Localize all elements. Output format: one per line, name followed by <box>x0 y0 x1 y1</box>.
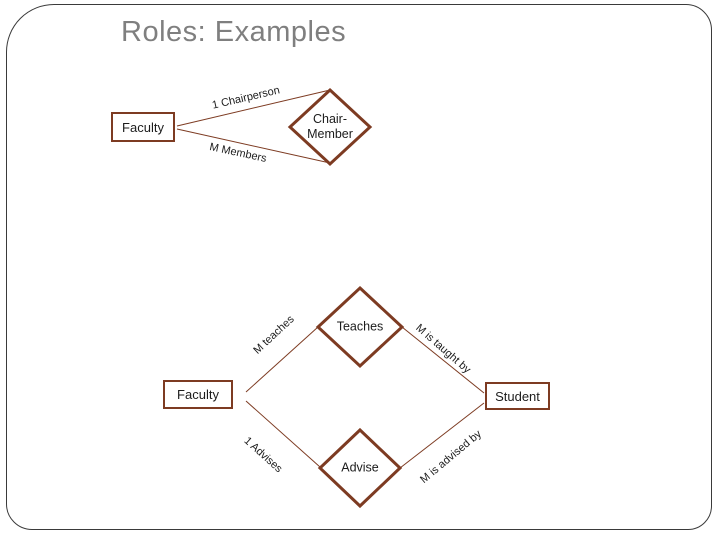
edge-line-chairperson <box>176 89 331 127</box>
diamond-chair-member <box>287 87 373 167</box>
entity-student-label: Student <box>495 388 540 404</box>
relationship-chair-member-label: Chair- Member <box>307 112 353 142</box>
chair-member-line2: Member <box>307 127 353 141</box>
diamond-advise <box>317 427 403 509</box>
edge-line-m-teaches <box>245 326 319 393</box>
relationship-advise-label: Advise <box>341 460 379 475</box>
edge-line-m-is-advised-by <box>399 402 485 469</box>
diamond-teaches <box>315 285 405 369</box>
chair-member-line1: Chair- <box>312 112 348 126</box>
entity-faculty-bottom-label: Faculty <box>177 387 219 402</box>
entity-faculty-top-label: Faculty <box>122 119 164 135</box>
entity-student: Student <box>485 382 550 410</box>
relationship-teaches-label: Teaches <box>336 319 384 334</box>
entity-faculty-top: Faculty <box>111 112 175 142</box>
edge-line-members <box>176 128 331 164</box>
edge-line-1-advises <box>245 400 321 468</box>
edge-line-m-is-taught-by <box>401 326 485 394</box>
entity-faculty-bottom: Faculty <box>163 380 233 409</box>
slide-title: Roles: Examples <box>121 16 347 48</box>
slide-border-frame <box>6 4 712 530</box>
